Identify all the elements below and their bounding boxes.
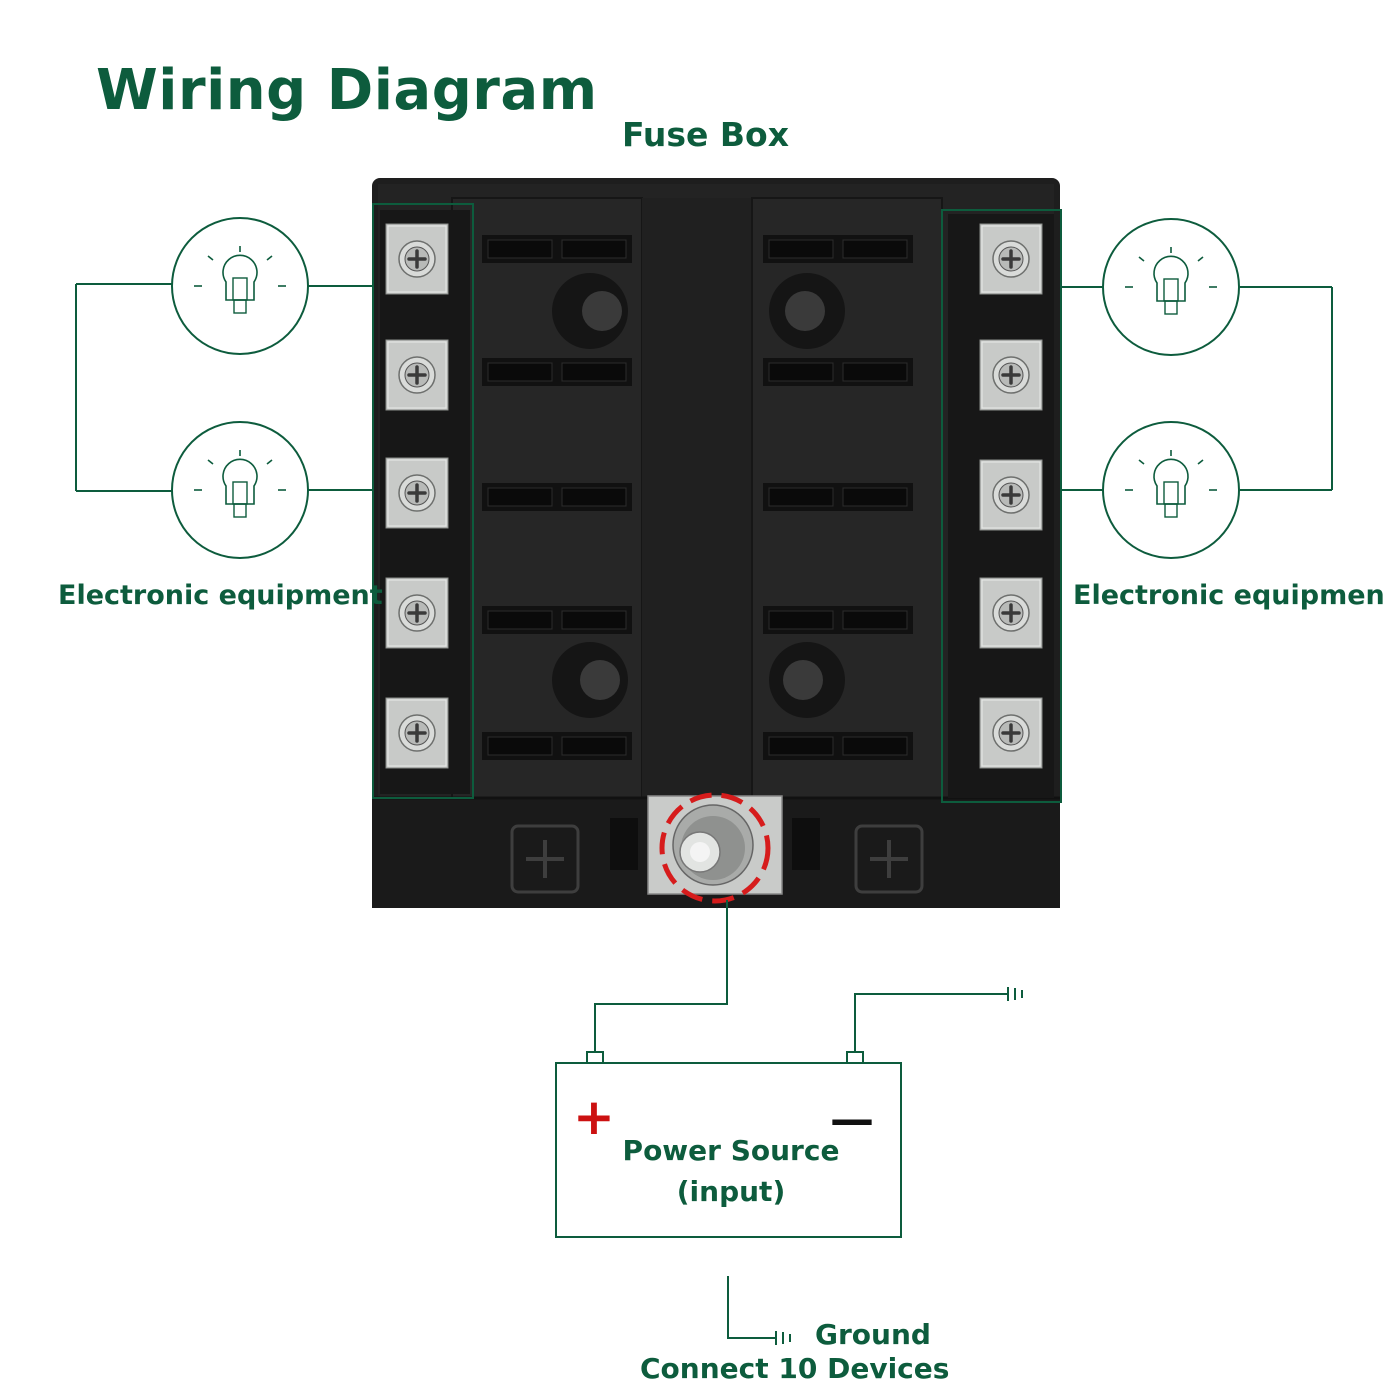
ground-symbol-icon [1007,987,1023,1001]
input-stud [647,792,783,904]
negative-sign: — [830,1094,874,1145]
negative-wire [854,993,1008,1054]
right-wiring [1060,286,1333,491]
right-equipment-label: Electronic equipment [1073,580,1383,611]
ground-symbol-icon [775,1331,791,1345]
connect-devices-label: Connect 10 Devices [640,1352,950,1385]
power-source-line1: Power Source [622,1134,840,1167]
positive-wire [594,900,728,1054]
positive-sign: + [573,1088,615,1146]
left-terminal-strip [372,203,474,799]
light-bulb-icon [1102,421,1240,559]
fuse-box-label: Fuse Box [622,115,790,154]
battery: + — [555,1051,902,1238]
power-source-line2: (input) [676,1175,786,1208]
right-terminal-strip [941,209,1062,803]
light-bulb-icon [171,217,309,355]
left-wiring [75,283,372,492]
ground-wire [727,1276,775,1339]
diagram-title: Wiring Diagram [96,58,598,123]
ground-label: Ground [815,1318,931,1351]
left-equipment-label: Electronic equipment [58,580,383,611]
light-bulb-icon [1102,218,1240,356]
power-source-label: Power Source (input) [556,1130,906,1212]
light-bulb-icon [171,421,309,559]
